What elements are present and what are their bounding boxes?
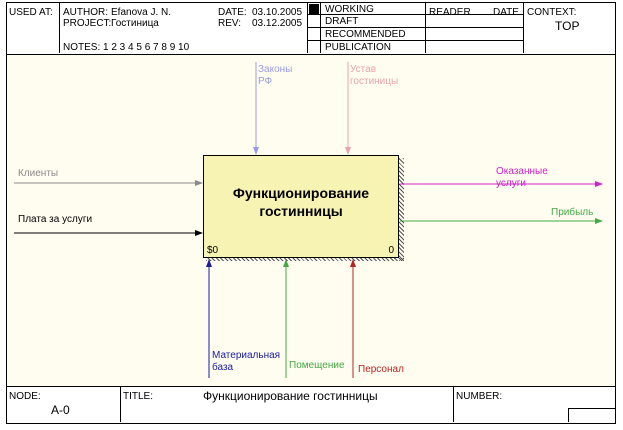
author-value: Efanova J. N.: [111, 7, 172, 18]
control-label-laws: Законы РФ: [258, 64, 293, 87]
context-value: TOP: [555, 19, 580, 33]
status-row-divider: [308, 27, 524, 28]
status-recommended: RECOMMENDED: [325, 29, 406, 40]
status-working: WORKING: [325, 4, 374, 15]
activity-cost: $0: [207, 245, 219, 256]
status-checkbox-column: [320, 3, 321, 53]
mechanism-label-material: Материальная база: [212, 350, 281, 373]
rev-value: 03.12.2005: [252, 18, 303, 29]
project-label: PROJECT:: [63, 18, 112, 29]
header-divider: [425, 3, 426, 53]
project-value: Гостиница: [111, 18, 159, 29]
working-status-marker: [309, 4, 319, 14]
mechanism-label-premises: Помещение: [289, 360, 345, 371]
idef0-diagram-frame: USED AT: AUTHOR: Efanova J. N. PROJECT: …: [6, 2, 616, 424]
activity-title: Функционирование гостинницы: [232, 185, 370, 219]
activity-number: 0: [388, 245, 394, 256]
date-value: 03.10.2005: [252, 7, 303, 18]
reader-date-label: DATE: [493, 7, 519, 18]
node-label: NODE:: [9, 391, 41, 402]
diagram-footer: NODE: A-0 TITLE: Функционирование гостин…: [7, 386, 615, 423]
status-draft: DRAFT: [325, 16, 359, 27]
footer-divider: [453, 387, 454, 422]
activity-box[interactable]: Функционирование гостинницы $0 0: [203, 155, 399, 258]
author-label: AUTHOR:: [63, 7, 108, 18]
input-label-clients: Клиенты: [18, 168, 59, 179]
input-label-payment: Плата за услуги: [18, 214, 93, 225]
header-divider: [307, 3, 308, 53]
header-divider: [59, 3, 60, 53]
control-label-charter: Устав гостиницы: [350, 64, 399, 87]
status-publication: PUBLICATION: [325, 42, 391, 53]
rev-label: REV:: [218, 18, 241, 29]
date-label: DATE:: [218, 7, 247, 18]
footer-corner-box: [568, 408, 569, 422]
node-value: A-0: [51, 403, 70, 417]
header-divider: [523, 3, 524, 53]
mechanism-label-staff: Персонал: [358, 364, 404, 375]
status-row-divider: [308, 14, 524, 15]
notes-numbers: 1 2 3 4 5 6 7 8 9 10: [103, 42, 190, 53]
reader-label: READER: [429, 7, 471, 18]
number-label: NUMBER:: [456, 391, 503, 402]
activity-box-shadow: [399, 158, 404, 261]
notes-label: NOTES:: [63, 42, 101, 53]
diagram-header: USED AT: AUTHOR: Efanova J. N. PROJECT: …: [7, 3, 615, 55]
footer-divider: [120, 387, 121, 422]
title-label: TITLE:: [123, 391, 154, 402]
output-label-profit: Прибыль: [551, 207, 594, 218]
activity-box-shadow: [206, 258, 404, 261]
title-value: Функционирование гостинницы: [203, 389, 378, 403]
footer-corner-box: [568, 408, 615, 409]
status-row-divider: [308, 40, 524, 41]
output-label-services: Оказанные услуги: [496, 166, 548, 189]
context-label: CONTEXT:: [527, 7, 577, 18]
used-at-label: USED AT:: [9, 7, 53, 18]
